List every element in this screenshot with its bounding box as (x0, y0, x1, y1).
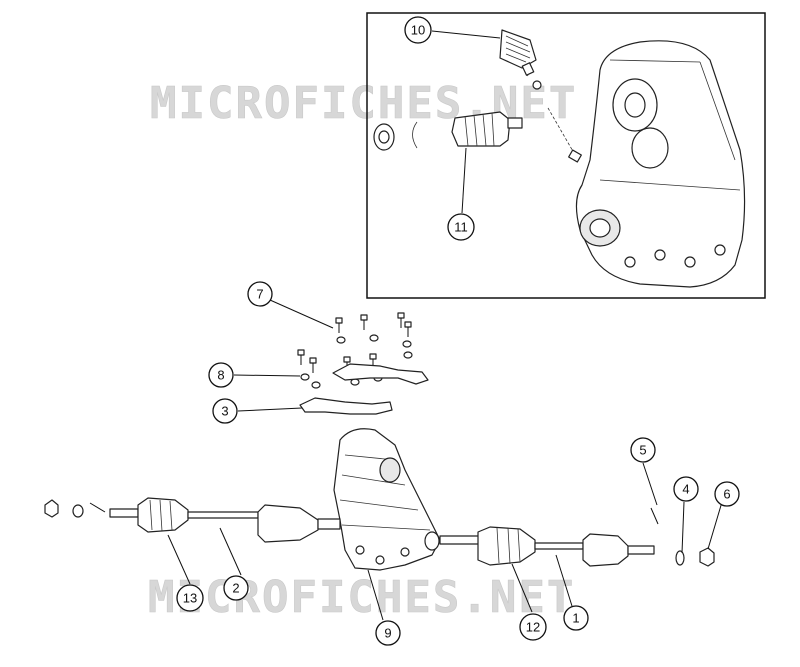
callout-label: 3 (221, 404, 228, 419)
callout-6: 6 (714, 481, 740, 507)
callout-label: 8 (217, 368, 224, 383)
nut (300, 373, 310, 381)
callout-9: 9 (375, 620, 401, 646)
callout-2: 2 (223, 575, 249, 601)
callout-5: 5 (630, 437, 656, 463)
callout-label: 6 (723, 487, 730, 502)
nut (403, 351, 413, 359)
nut (336, 336, 346, 344)
bolt (397, 312, 405, 328)
callout-label: 10 (411, 23, 425, 38)
callout-3: 3 (212, 398, 238, 424)
nut (369, 334, 379, 342)
inset-worm-gear (499, 29, 542, 90)
bolt (404, 321, 412, 337)
callout-label: 1 (572, 611, 579, 626)
right-drive-shaft (439, 507, 715, 567)
callout-8: 8 (208, 362, 234, 388)
callout-label: 2 (232, 581, 239, 596)
callout-11: 11 (447, 213, 475, 241)
callout-label: 5 (639, 443, 646, 458)
callout-7: 7 (247, 281, 273, 307)
callout-label: 11 (454, 220, 468, 235)
inset-gearcase-housing (575, 40, 746, 288)
mounting-plate-upper (332, 363, 429, 385)
watermark-top: MICROFICHES.NET (150, 78, 577, 129)
bolt (335, 317, 343, 333)
callout-label: 13 (183, 591, 197, 606)
leader-lines (167, 30, 723, 621)
watermark-bottom: MICROFICHES.NET (148, 572, 575, 623)
callout-1: 1 (563, 605, 589, 631)
bolt (309, 357, 317, 373)
nut (402, 340, 412, 348)
callout-label: 12 (526, 620, 540, 635)
callout-12: 12 (519, 613, 547, 641)
callout-4: 4 (673, 476, 699, 502)
callout-13: 13 (176, 584, 204, 612)
callout-label: 7 (256, 287, 263, 302)
callout-label: 9 (384, 626, 391, 641)
bolt (360, 314, 368, 330)
inset-detail-frame (366, 12, 766, 299)
nut (311, 381, 321, 389)
mounting-plate-3 (299, 397, 393, 415)
inset-pinion-shaft (373, 107, 582, 163)
left-drive-shaft (44, 497, 341, 543)
callout-label: 4 (682, 482, 689, 497)
bolt (297, 349, 305, 365)
differential-housing (333, 428, 441, 571)
callout-10: 10 (404, 16, 432, 44)
